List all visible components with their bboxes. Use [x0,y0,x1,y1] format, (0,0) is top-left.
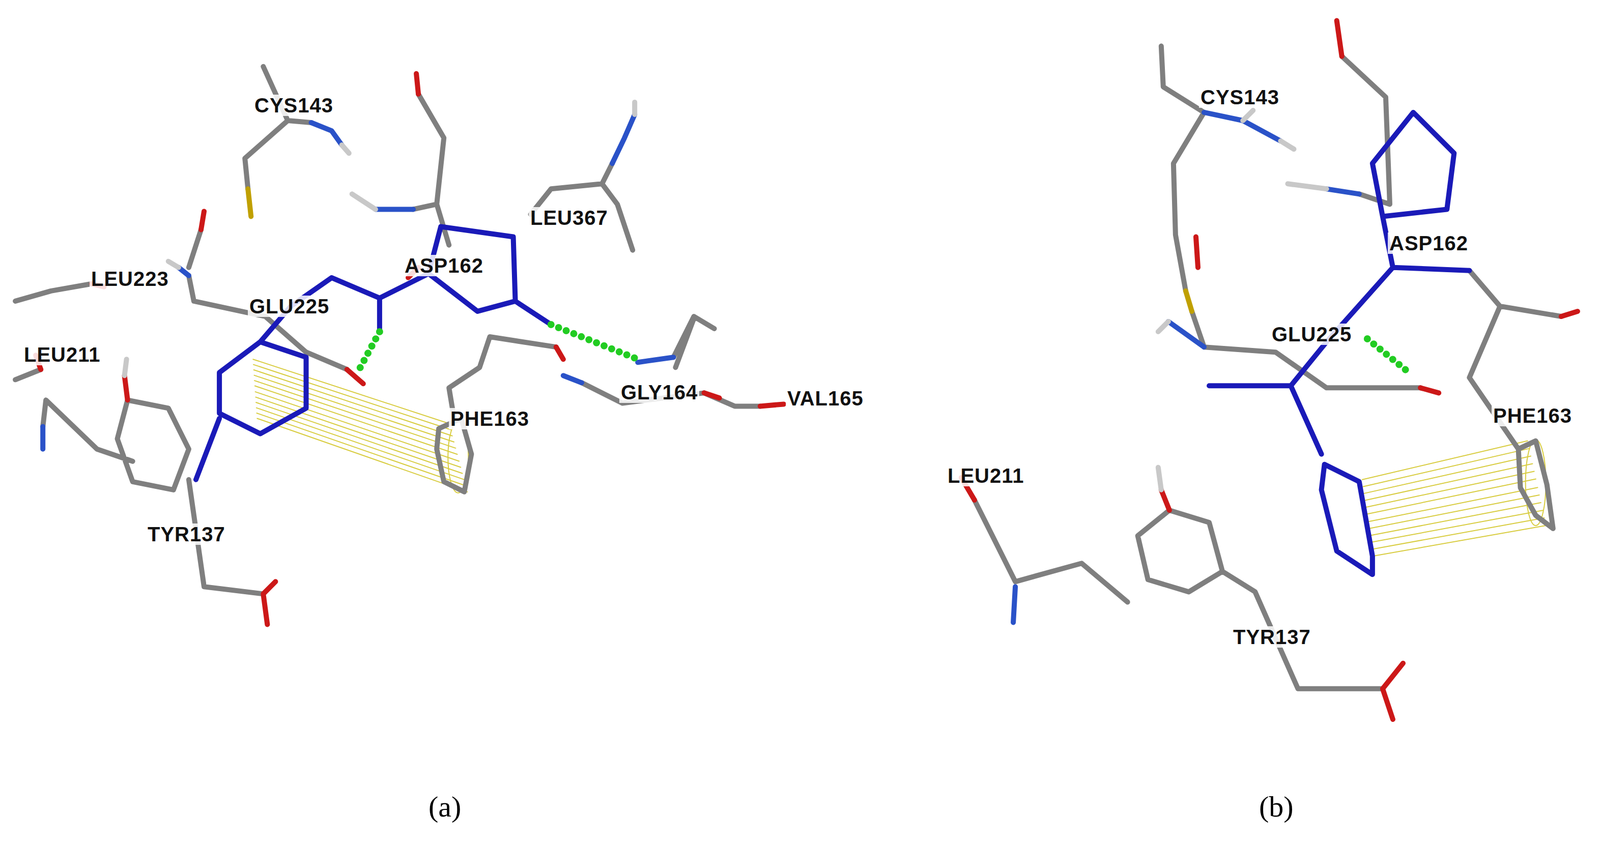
residue-label: TYR137 [1231,626,1313,648]
residue-label: LEU223 [89,268,171,290]
residue-label: LEU367 [528,207,610,229]
residue-label: GLY164 [619,381,700,404]
oxygen-sticks [35,20,1578,720]
residue-label: CYS143 [1198,86,1281,108]
residue-label: VAL165 [785,387,866,410]
residue-label: ASP162 [1387,232,1470,254]
residue-label: ASP162 [403,254,485,277]
residue-label: GLU225 [1270,323,1354,346]
residue-label: CYS143 [252,94,335,117]
panel-label: (a) [426,790,464,824]
ligand-sticks [195,112,1470,575]
nitrogen-sticks [42,112,1360,623]
residue-label: TYR137 [146,523,227,546]
residue-label: LEU211 [22,344,103,366]
hydrogen-sticks [124,102,1327,491]
residue-label: PHE163 [1491,405,1574,427]
residue-sticks [15,46,1562,690]
residue-label: GLU225 [247,295,331,318]
residue-label: PHE163 [448,408,531,430]
panel-label: (b) [1256,790,1296,824]
residue-label: LEU211 [946,465,1026,487]
hydrogen-bond [359,324,1411,374]
